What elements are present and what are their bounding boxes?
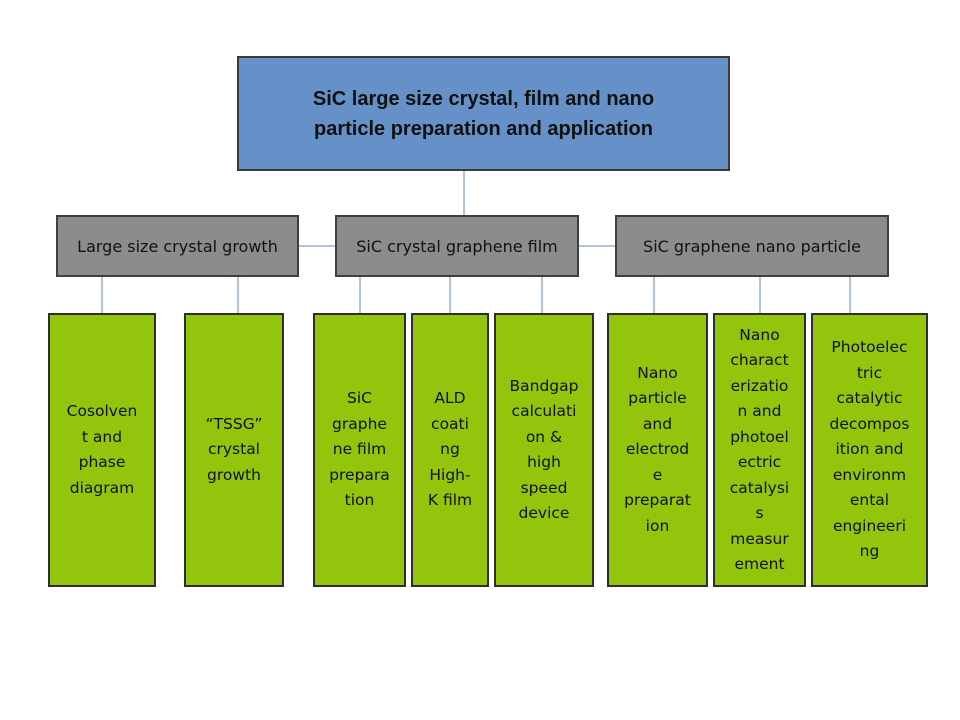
leaf-text-line: “TSSG”: [205, 414, 263, 433]
leaf-text-line: ion: [645, 516, 670, 535]
leaf-node-ald-coating-high-k-film: ALD coati ng High- K film: [411, 313, 489, 587]
branch-node-large-size-crystal-growth: Large size crystal growth: [56, 215, 299, 277]
leaf-text-line: K film: [427, 491, 473, 510]
leaf-text-line: decompos: [829, 414, 910, 433]
leaf-text-line: SiC: [347, 389, 372, 408]
leaf-node-cosolvent-phase-diagram: Cosolven t and phase diagram: [48, 313, 156, 587]
leaf-text-line: photoel: [730, 427, 789, 446]
leaf-text-line: catalysi: [729, 478, 790, 497]
branch-label: SiC graphene nano particle: [643, 236, 861, 256]
branch-node-sic-crystal-graphene-film: SiC crystal graphene film: [335, 215, 579, 277]
leaf-text-line: erizatio: [730, 376, 789, 395]
leaf-text-line: device: [518, 504, 570, 522]
leaf-text-line: charact: [730, 351, 789, 369]
leaf-text-line: ental: [849, 491, 890, 510]
leaf-text-line: catalytic: [836, 389, 903, 408]
leaf-text-line: tric: [856, 363, 883, 382]
leaf-node-nano-characterization-photoelectric-catalysis: Nano charact erizatio n and photoel ectr…: [713, 313, 806, 587]
leaf-text-line: coati: [431, 414, 469, 433]
leaf-text-line: calculati: [511, 402, 577, 420]
leaf-text-line: ALD: [434, 389, 466, 408]
leaf-text-line: High-: [429, 465, 471, 484]
leaf-text-line: s: [755, 504, 764, 522]
leaf-text-line: graphe: [332, 414, 387, 433]
leaf-text-line: ement: [734, 555, 785, 573]
branch-label: SiC crystal graphene film: [356, 236, 558, 256]
leaf-text-line: on &: [525, 427, 563, 446]
leaf-text-line: ng: [440, 440, 460, 459]
leaf-text-line: Bandgap: [509, 376, 579, 395]
leaf-text-line: and: [642, 414, 673, 433]
leaf-text-line: growth: [207, 465, 261, 484]
leaf-text-line: n and: [737, 402, 782, 420]
leaf-text-line: Nano: [637, 363, 678, 382]
leaf-node-nano-particle-electrode-preparation: Nano particle and electrod e preparat io…: [607, 313, 708, 587]
leaf-text-line: ition and: [835, 440, 904, 459]
leaf-text-line: ng: [859, 542, 880, 561]
leaf-text-line: phase: [78, 453, 126, 471]
branch-node-sic-graphene-nano-particle: SiC graphene nano particle: [615, 215, 889, 277]
leaf-text-line: Nano: [739, 325, 780, 344]
leaf-text-line: particle: [628, 389, 687, 408]
leaf-node-sic-graphene-film-preparation: SiC graphe ne film prepara tion: [313, 313, 406, 587]
leaf-text-line: crystal: [207, 440, 260, 459]
leaf-text-line: engineeri: [832, 516, 907, 535]
leaf-text-line: diagram: [69, 478, 135, 497]
leaf-text-line: speed: [520, 478, 568, 497]
leaf-text-line: Cosolven: [66, 402, 138, 420]
leaf-node-photoelectric-catalytic-decomposition: Photoelec tric catalytic decompos ition …: [811, 313, 928, 587]
leaf-text-line: electrod: [625, 440, 690, 459]
leaf-text-line: ectric: [737, 453, 782, 471]
leaf-node-bandgap-calculation-high-speed-device: Bandgap calculati on & high speed device: [494, 313, 594, 587]
leaf-text-line: high: [527, 453, 561, 471]
leaf-text-line: prepara: [329, 465, 390, 484]
root-node: SiC large size crystal, film and nano pa…: [237, 56, 730, 171]
leaf-text-line: ne film: [332, 440, 387, 459]
leaf-text-line: measur: [730, 529, 789, 548]
root-title-line-2: particle preparation and application: [314, 117, 653, 140]
leaf-text-line: t and: [81, 427, 123, 446]
leaf-text-line: tion: [344, 491, 375, 510]
leaf-text-line: e: [652, 465, 663, 484]
leaf-text-line: Photoelec: [831, 338, 908, 357]
leaf-text-line: environm: [832, 465, 907, 484]
root-title-line-1: SiC large size crystal, film and nano: [312, 87, 655, 110]
leaf-text-line: preparat: [624, 491, 691, 510]
leaf-node-tssg-crystal-growth: “TSSG” crystal growth: [184, 313, 284, 587]
branch-label: Large size crystal growth: [77, 236, 278, 256]
